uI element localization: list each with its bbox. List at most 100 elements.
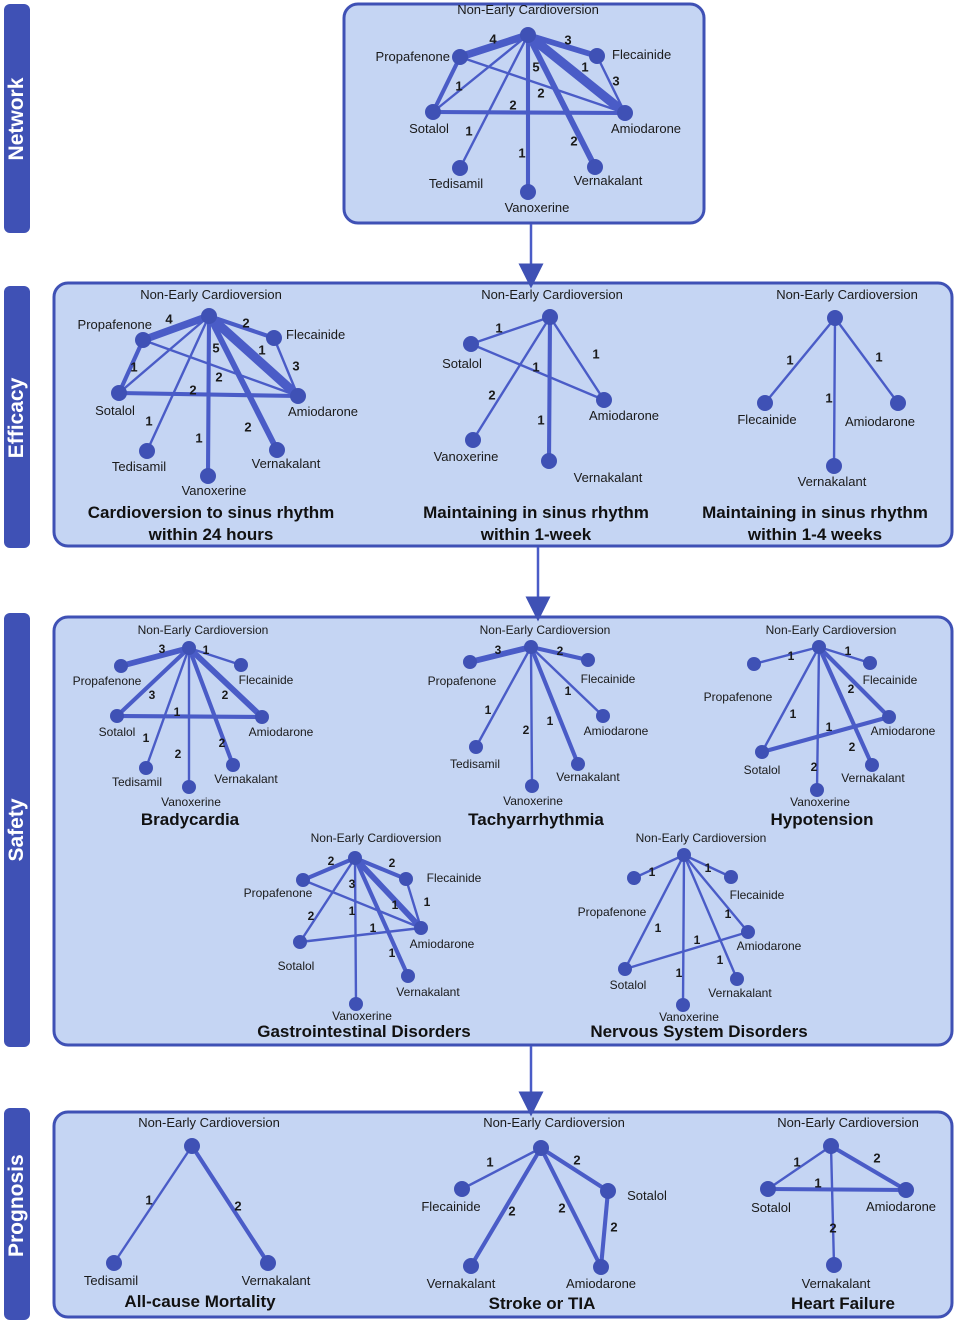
edge-nec-ted [145, 314, 211, 453]
root-label: Non-Early Cardioversion [483, 1115, 625, 1130]
node-label-ver: Vernakalant [802, 1276, 871, 1291]
node-label-ver: Vernakalant [574, 470, 643, 485]
node-pro [296, 873, 310, 887]
root-label: Non-Early Cardioversion [138, 623, 269, 637]
node-ami [617, 105, 633, 121]
node-fle [454, 1181, 470, 1197]
node-label-sot: Sotalol [610, 978, 647, 992]
edge-pro-sot [116, 337, 146, 396]
edge-nec-sot [623, 853, 686, 971]
chart-title: Stroke or TIA [489, 1294, 596, 1313]
chart-title-line-1: Maintaining in sinus rhythm [423, 503, 649, 522]
node-label-pro: Propafenone [704, 690, 773, 704]
node-nec [201, 308, 217, 324]
edge-nec-sot [431, 33, 530, 114]
edge-nec-pro [632, 853, 686, 880]
edge-count-label: 1 [694, 933, 701, 947]
chart-title: Heart Failure [791, 1294, 895, 1313]
edge-count-label: 2 [873, 1150, 880, 1165]
edge-count-label: 2 [215, 369, 222, 384]
node-label-fle: Flecainide [427, 871, 482, 885]
edge-sot-ami [298, 926, 423, 944]
node-nec [823, 1138, 839, 1154]
root-label: Non-Early Cardioversion [636, 831, 767, 845]
edge-sot-ami [623, 930, 750, 971]
root-label: Non-Early Cardioversion [140, 287, 282, 302]
edge-sot-ami [469, 342, 606, 402]
node-nec [812, 640, 826, 654]
node-pro [135, 332, 151, 348]
edge-count-label: 1 [793, 1154, 800, 1169]
node-label-ver: Vernakalant [214, 772, 278, 786]
edge-count-label: 1 [370, 921, 377, 935]
node-label-ver: Vernakalant [396, 985, 460, 999]
node-pro [747, 657, 761, 671]
edge-nec-ver [832, 316, 837, 468]
edge-fle-ami [404, 877, 423, 930]
edge-nec-pro [456, 31, 532, 61]
node-ver [401, 969, 415, 983]
node-label-ver: Vernakalant [252, 456, 321, 471]
edge-count-label: 1 [788, 649, 795, 663]
edge-nec-sot [538, 1145, 611, 1194]
edge-count-label: 1 [145, 1192, 152, 1207]
node-label-ami: Amiodarone [584, 724, 649, 738]
node-ver [587, 159, 603, 175]
node-ver [260, 1255, 276, 1271]
node-label-ver: Vernakalant [427, 1276, 496, 1291]
node-ami [882, 710, 896, 724]
edge-count-label: 4 [165, 311, 173, 326]
edge-nec-ver [682, 853, 739, 981]
node-label-fle: Flecainide [581, 672, 636, 686]
node-label-vax: Vanoxerine [161, 795, 221, 809]
node-vax [465, 432, 481, 448]
node-label-ted: Tedisamil [112, 775, 162, 789]
edge-count-label: 1 [485, 703, 492, 717]
edge-nec-ver [816, 644, 875, 768]
node-ami [593, 1259, 609, 1275]
node-fle [589, 48, 605, 64]
edge-nec-pro [300, 855, 358, 883]
edge-count-label: 2 [811, 760, 818, 774]
edge-count-label: 2 [570, 133, 577, 148]
edge-count-label: 4 [489, 31, 497, 46]
edge-nec-vax [471, 315, 552, 442]
node-pro [452, 49, 468, 65]
node-label-pro: Propafenone [244, 886, 313, 900]
node-label-pro: Propafenone [578, 905, 647, 919]
edge-count-label: 2 [488, 387, 495, 402]
edge-count-label: 1 [392, 898, 399, 912]
node-label-fle: Flecainide [863, 673, 918, 687]
edge-count-label: 2 [234, 1198, 241, 1213]
root-label: Non-Early Cardioversion [457, 2, 599, 17]
edge-count-label: 3 [349, 877, 356, 891]
node-label-ver: Vernakalant [708, 986, 772, 1000]
edge-count-label: 1 [845, 644, 852, 658]
edge-count-label: 2 [389, 856, 396, 870]
node-nec [182, 641, 196, 655]
edge-count-label: 1 [258, 342, 265, 357]
edge-count-label: 3 [292, 358, 299, 373]
node-label-ver: Vernakalant [574, 173, 643, 188]
node-label-fle: Flecainide [286, 327, 345, 342]
node-vax [676, 998, 690, 1012]
node-label-fle: Flecainide [737, 412, 796, 427]
node-label-sot: Sotalol [751, 1200, 791, 1215]
node-ver [826, 1257, 842, 1273]
node-sot [600, 1183, 616, 1199]
edge-nec-ami [523, 30, 630, 118]
node-label-fle: Flecainide [239, 673, 294, 687]
node-sot [425, 104, 441, 120]
edge-nec-vax [529, 645, 534, 788]
node-nec [348, 851, 362, 865]
edge-nec-fle [682, 853, 733, 879]
edge-nec-ver [468, 1145, 544, 1269]
edge-count-label: 1 [130, 359, 137, 374]
section-tab-network [4, 4, 30, 233]
edge-count-label: 3 [564, 32, 571, 47]
